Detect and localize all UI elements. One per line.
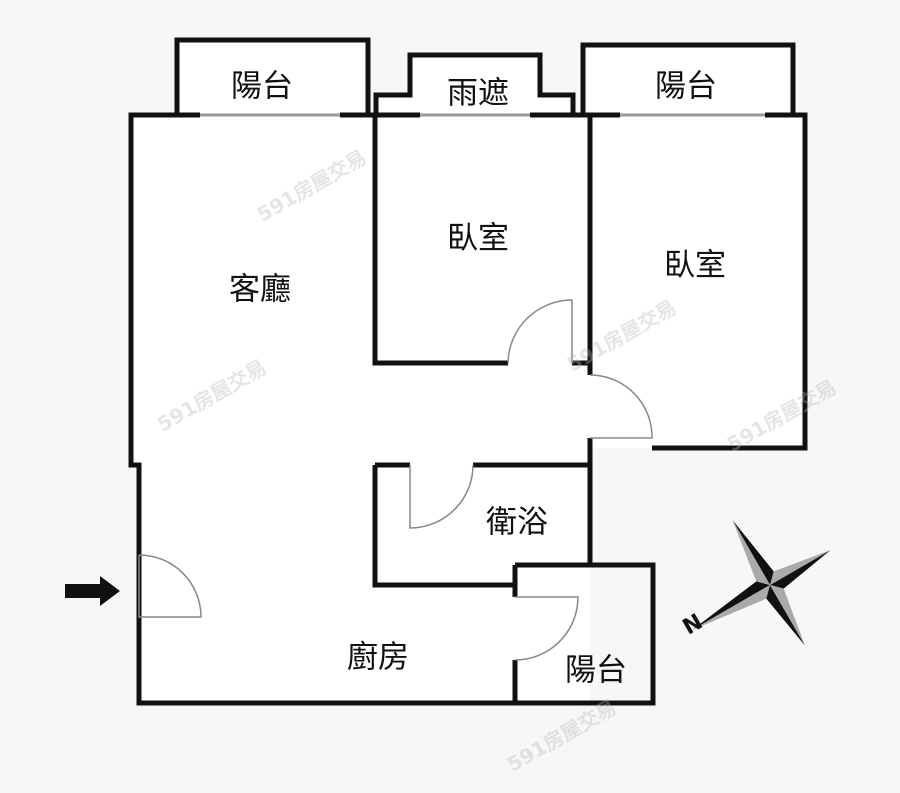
room-label-balcony-left: 陽台 [231,68,293,105]
door-bedroom-2 [589,374,653,439]
room-label-living-room: 客廳 [229,271,291,308]
balcony-left-wall [174,37,371,113]
room-label-bathroom: 衛浴 [486,504,548,541]
door-small-balcony [514,596,579,661]
room-label-balcony-small: 陽台 [565,652,627,689]
bedroom-1-wall [372,112,590,366]
compass-icon [692,520,831,646]
door-bedroom-1 [507,299,573,364]
small-balcony-wall [512,562,656,706]
room-label-balcony-right: 陽台 [655,68,717,105]
entrance-arrow-icon [65,576,120,606]
bedroom-2-wall [587,112,808,565]
room-label-rain-shelter: 雨遮 [447,75,509,112]
bathroom-wall [372,462,590,588]
room-label-kitchen: 廚房 [347,639,409,676]
balcony-right-wall [580,42,796,113]
room-label-bedroom-1: 臥室 [447,220,509,257]
door-bathroom [409,464,474,529]
room-label-bedroom-2: 臥室 [664,247,726,284]
door-entrance [138,554,202,618]
rain-shelter-wall [373,52,576,113]
living-kitchen-wall [128,112,515,706]
